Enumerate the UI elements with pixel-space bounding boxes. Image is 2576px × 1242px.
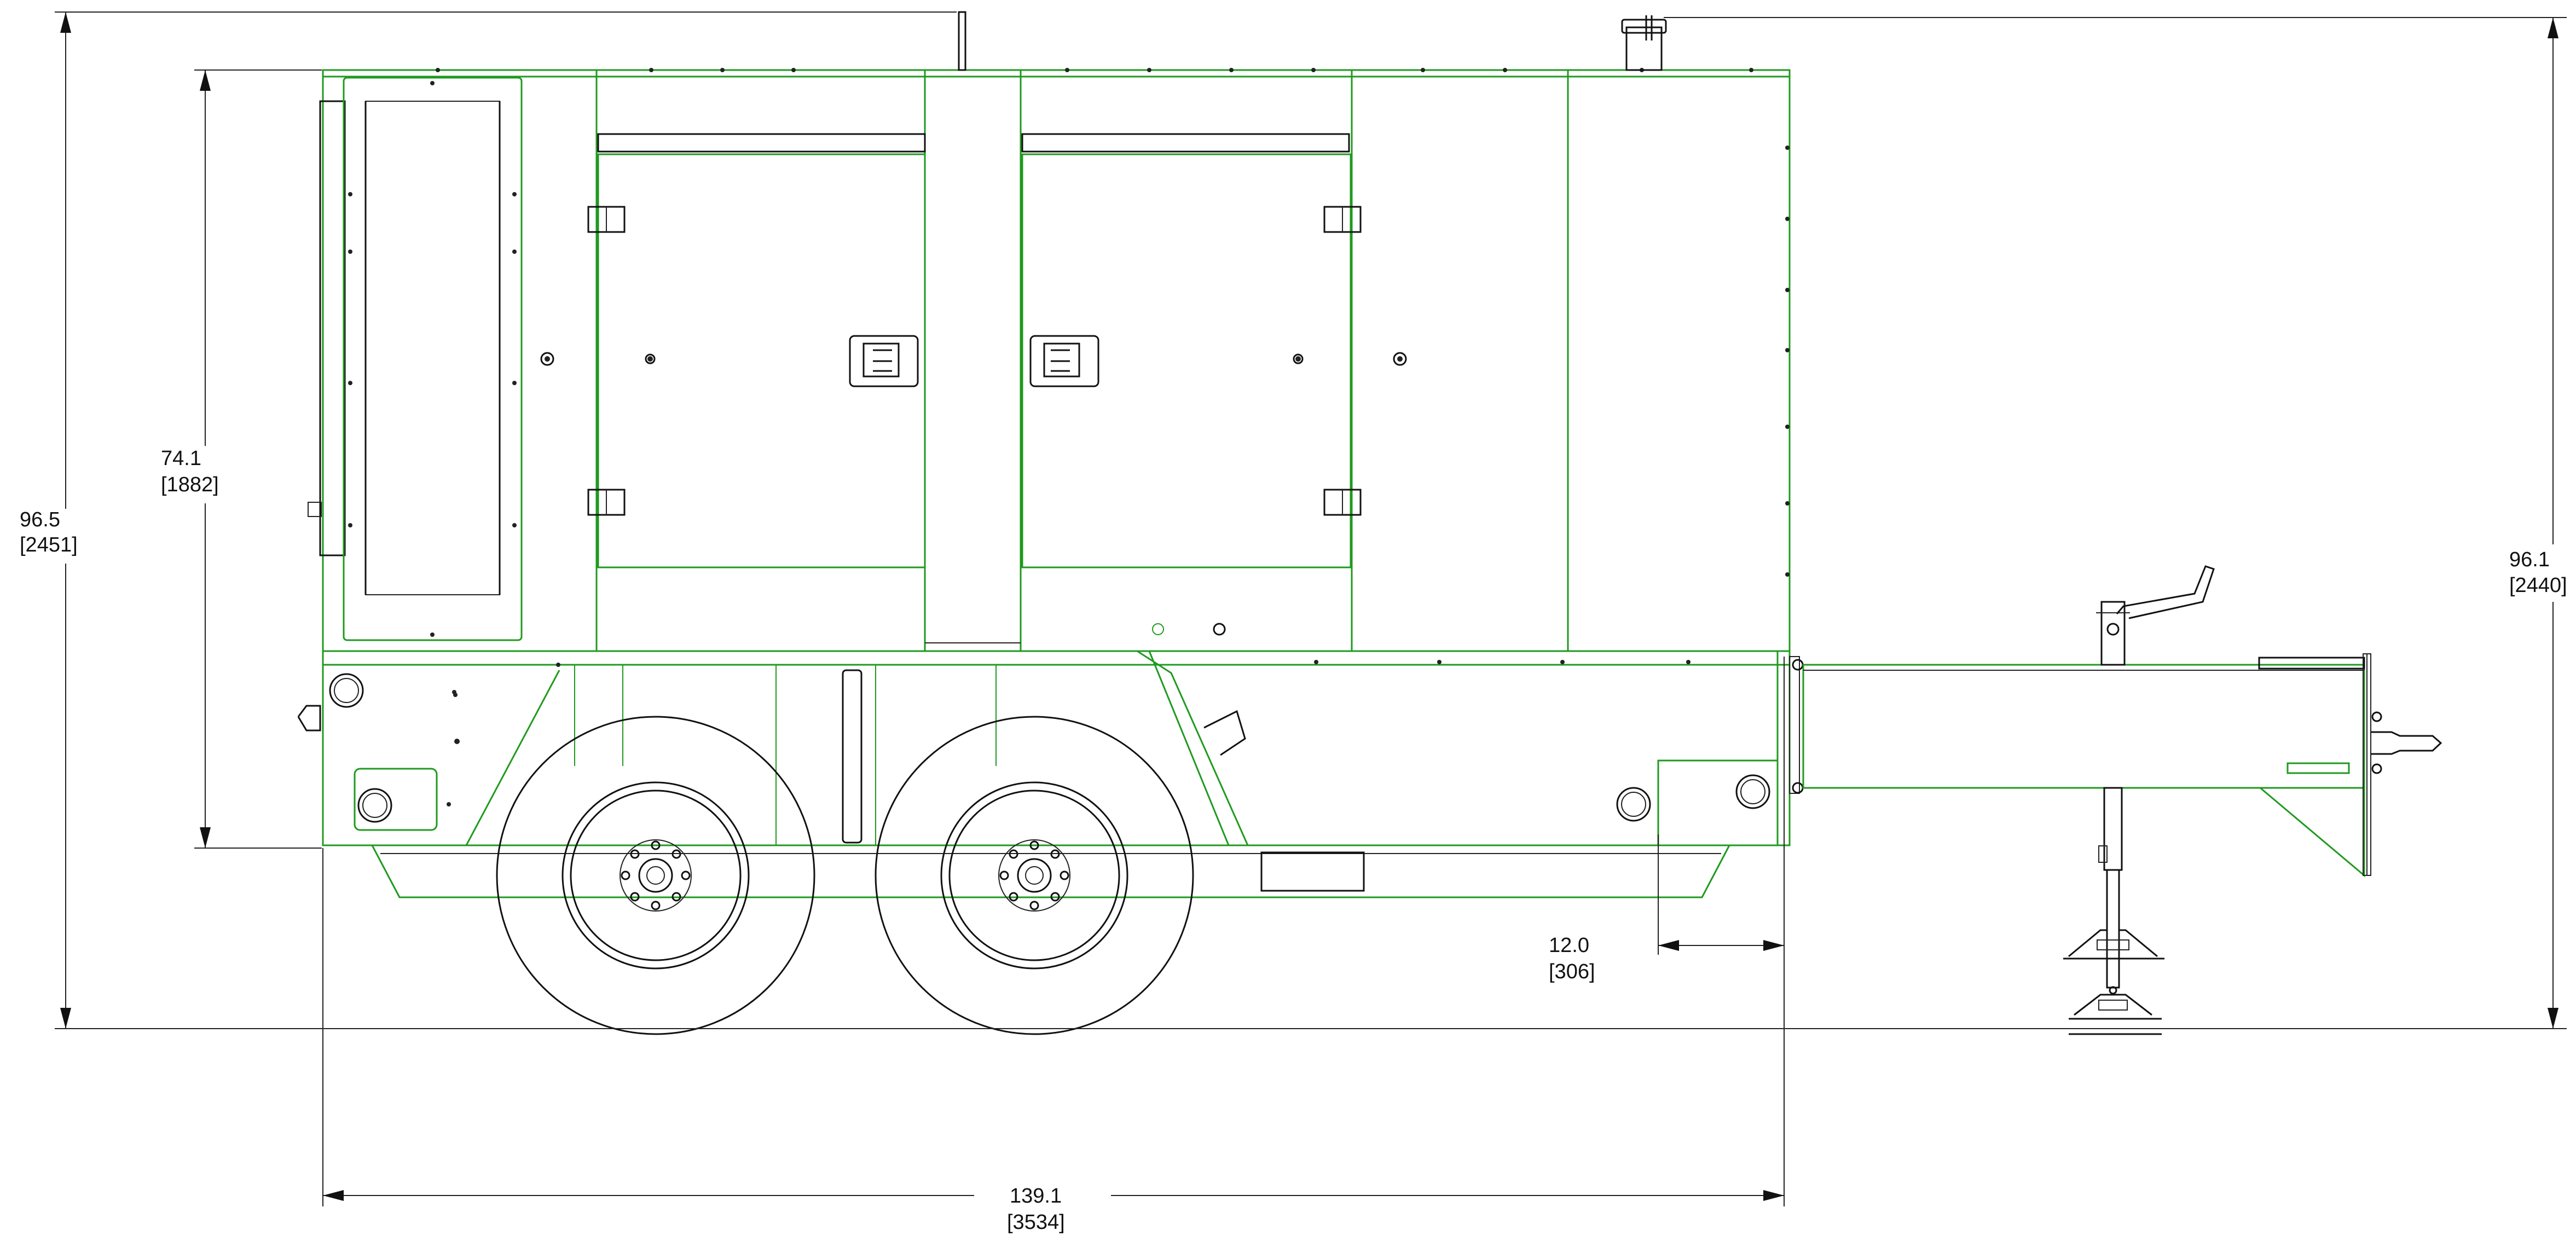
overall-height-inches: 96.5 [20,508,60,531]
tow-tongue [1789,653,2371,878]
fuel-cap-icon [1203,710,1246,756]
tail-panel [1657,759,1779,846]
hinge-icon [587,206,1362,516]
enclosure-height-inches: 74.1 [161,447,201,470]
rivet-row-icon [436,68,1790,577]
tongue-height-mm: [2440] [2509,574,2567,597]
door-rail-left [597,133,926,153]
coupler-hitch-icon [2371,711,2442,774]
overall-height-mm: [2451] [20,533,78,556]
jack-crank-handle-icon [2116,565,2215,619]
lifting-post-icon [958,11,966,71]
door-latch-icon [849,335,1099,387]
rear-offset-mm: [306] [1549,960,1595,983]
enclosure-height-mm: [1882] [161,473,219,496]
tongue-height-inches: 96.1 [2509,548,2550,571]
marker-light-icon [329,660,1770,831]
fastener-icon [540,352,1407,636]
trailer-frame [297,650,1791,898]
rear-offset-inches: 12.0 [1549,934,1589,957]
tongue-jack [2063,565,2215,1035]
tongue-gusset [2257,787,2365,878]
axle-strut-icon [842,669,862,844]
radiator-louver-panel [308,77,523,641]
dimension-lines [55,11,2567,1206]
overall-length-mm: [3534] [1007,1211,1065,1234]
battery-box-icon [1260,851,1365,892]
lug-nut-icon [621,840,1069,910]
overall-length-inches: 139.1 [1010,1185,1062,1208]
enclosure [308,11,1791,652]
door-rail-right [1021,133,1350,153]
rear-hitch-icon [297,705,321,732]
rear-wheel [496,716,815,1035]
exhaust-stack-icon [1621,15,1667,71]
front-wheel [875,716,1194,1035]
